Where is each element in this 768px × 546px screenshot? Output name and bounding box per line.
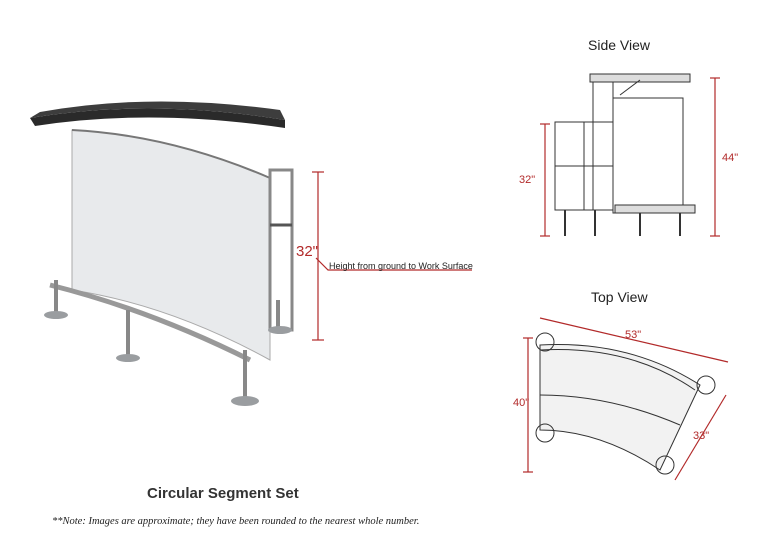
side-view-height-label: 32" xyxy=(519,174,536,186)
top-view-title: Top View xyxy=(591,289,648,305)
product-illustration xyxy=(30,101,294,406)
top-view-drawing xyxy=(535,332,716,475)
footnote: **Note: Images are approximate; they hav… xyxy=(52,516,420,527)
height-dimension-line xyxy=(312,171,472,341)
side-view-title: Side View xyxy=(588,37,651,53)
top-view-width-label: 53" xyxy=(625,329,642,341)
height-dimension-label: 32" xyxy=(296,243,319,260)
top-view-side-label: 33" xyxy=(693,430,710,442)
side-view-drawing xyxy=(554,73,696,236)
side-view-dimensions xyxy=(540,77,720,237)
height-note: Height from ground to Work Surface xyxy=(329,261,473,271)
top-view-depth-label: 40" xyxy=(513,397,530,409)
product-title: Circular Segment Set xyxy=(147,485,299,502)
side-view-total-height-label: 44" xyxy=(722,152,739,164)
top-view-dimensions xyxy=(523,317,729,481)
